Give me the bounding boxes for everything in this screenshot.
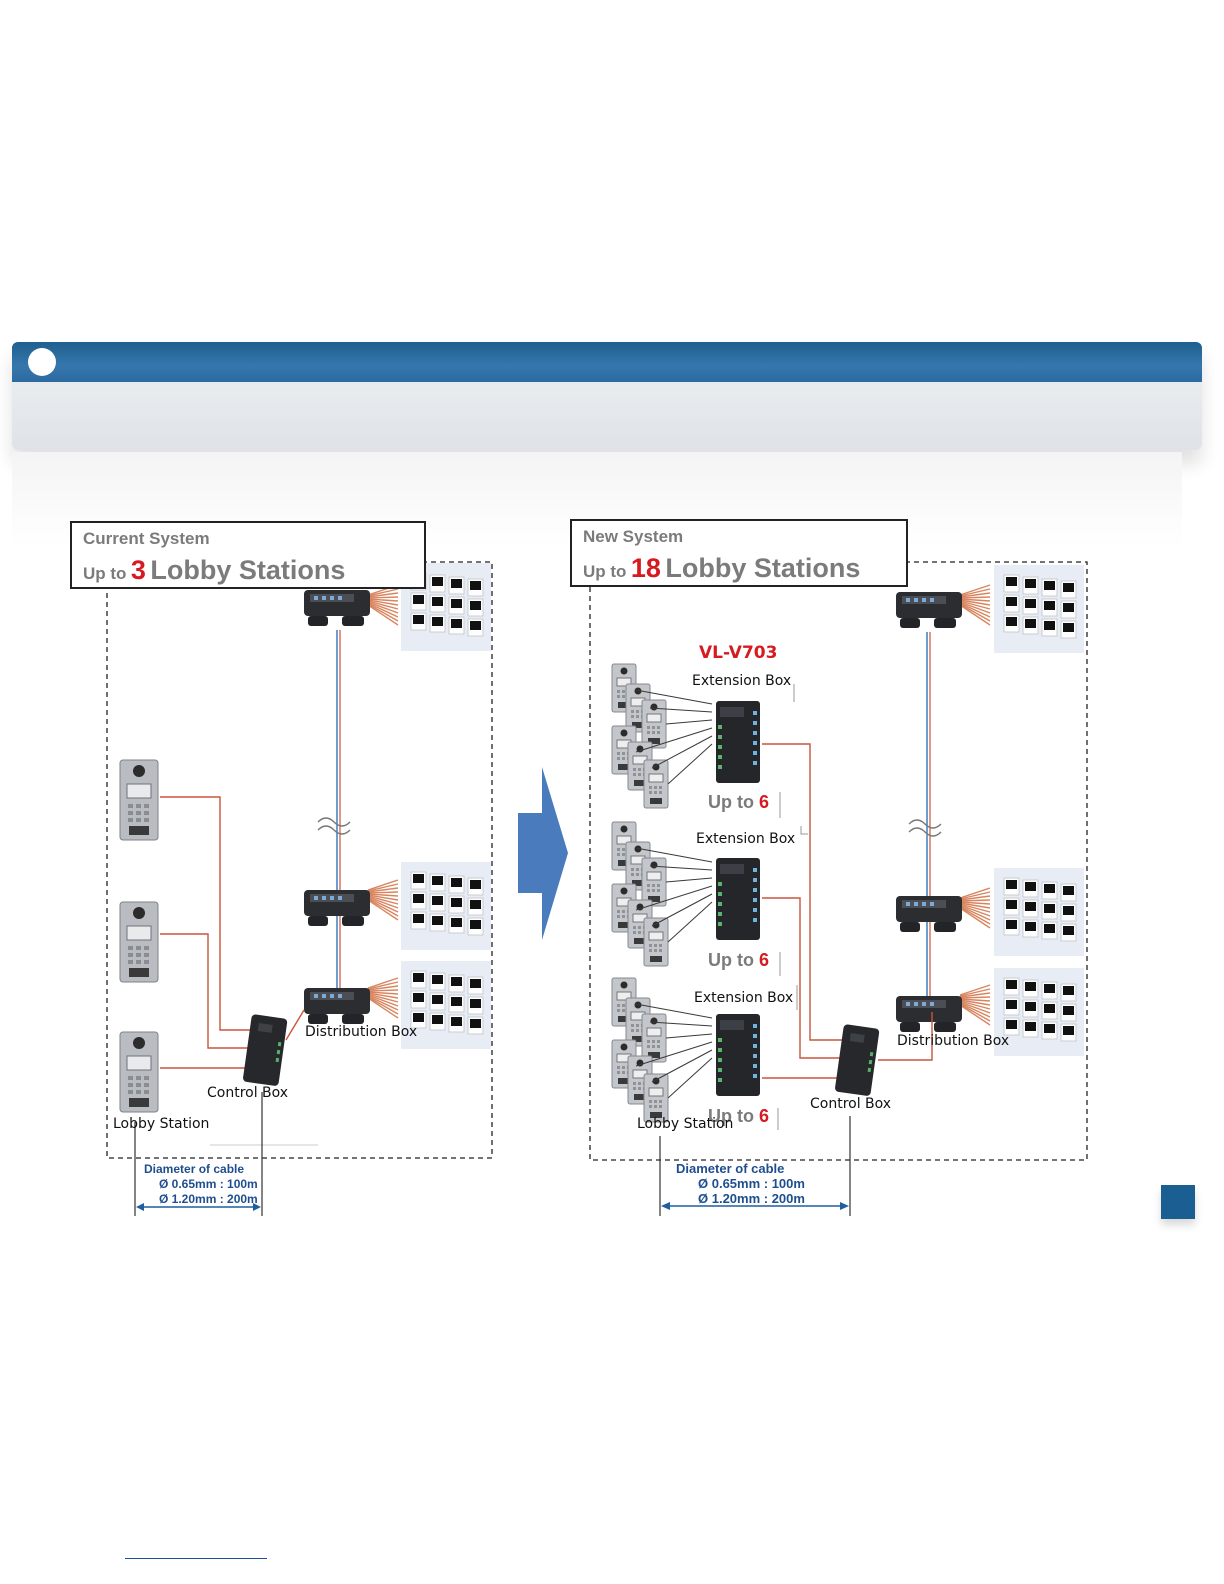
- break-mark-icon: [317, 817, 351, 827]
- extension-wires: [762, 743, 933, 1079]
- current-system-title-box: Current System Up to 3 Lobby Stations: [70, 521, 426, 589]
- distribution-box-label: Distribution Box: [305, 1024, 418, 1040]
- lobby-station-label: Lobby Station: [637, 1116, 734, 1132]
- lobby-station-label: Lobby Station: [113, 1116, 210, 1132]
- distribution-box-label: Distribution Box: [897, 1033, 1010, 1049]
- current-lobby-count: 3: [130, 555, 146, 585]
- transition-arrow: [518, 767, 568, 940]
- extension-box: [716, 858, 760, 940]
- extension-box-label: Extension Box: [692, 673, 792, 689]
- control-box-label: Control Box: [810, 1096, 892, 1112]
- new-system-headline: Up to 18 Lobby Stations: [583, 553, 861, 583]
- extension-box: [716, 1014, 760, 1096]
- up-to-six-label: Up to 6: [708, 792, 770, 812]
- monitor-bank: [400, 861, 492, 951]
- page-marker: [1161, 1185, 1195, 1219]
- new-system-label: New System: [583, 527, 684, 546]
- current-cable-spec: Diameter of cable Ø 0.65mm : 100m Ø 1.20…: [144, 1162, 258, 1206]
- model-number: VL-V703: [699, 643, 778, 663]
- footer-rule: [125, 1558, 267, 1559]
- new-system-title-box: New System Up to 18 Lobby Stations: [570, 519, 908, 587]
- up-to-six-label: Up to 6: [708, 1106, 770, 1126]
- up-to-six-label: Up to 6: [708, 950, 770, 970]
- distribution-box: [896, 996, 962, 1032]
- new-system-border: [589, 561, 1088, 1161]
- distribution-box: [896, 592, 962, 628]
- lobby-wires: [160, 796, 305, 1069]
- banner-bar: [12, 342, 1202, 382]
- monitor-bank: [993, 564, 1085, 654]
- monitor-bank: [993, 867, 1085, 957]
- distribution-box: [304, 988, 370, 1024]
- distribution-box: [896, 896, 962, 932]
- control-box: [242, 1014, 288, 1087]
- lobby-station: [119, 901, 159, 983]
- lobby-station: [119, 759, 159, 841]
- current-system-headline: Up to 3 Lobby Stations: [83, 555, 346, 585]
- control-box-label: Control Box: [207, 1085, 289, 1101]
- new-cable-spec: Diameter of cable Ø 0.65mm : 100m Ø 1.20…: [676, 1161, 805, 1206]
- extension-box-label: Extension Box: [696, 831, 796, 847]
- new-lobby-count: 18: [630, 553, 661, 583]
- extension-box-label: Extension Box: [694, 990, 794, 1006]
- extension-box: [716, 701, 760, 783]
- break-mark-icon: [908, 819, 942, 829]
- banner-dot-icon: [28, 348, 56, 376]
- lobby-station: [119, 1031, 159, 1113]
- header-banner: [12, 342, 1202, 450]
- distribution-box: [304, 590, 370, 626]
- control-box: [834, 1024, 880, 1097]
- current-system-label: Current System: [83, 529, 210, 548]
